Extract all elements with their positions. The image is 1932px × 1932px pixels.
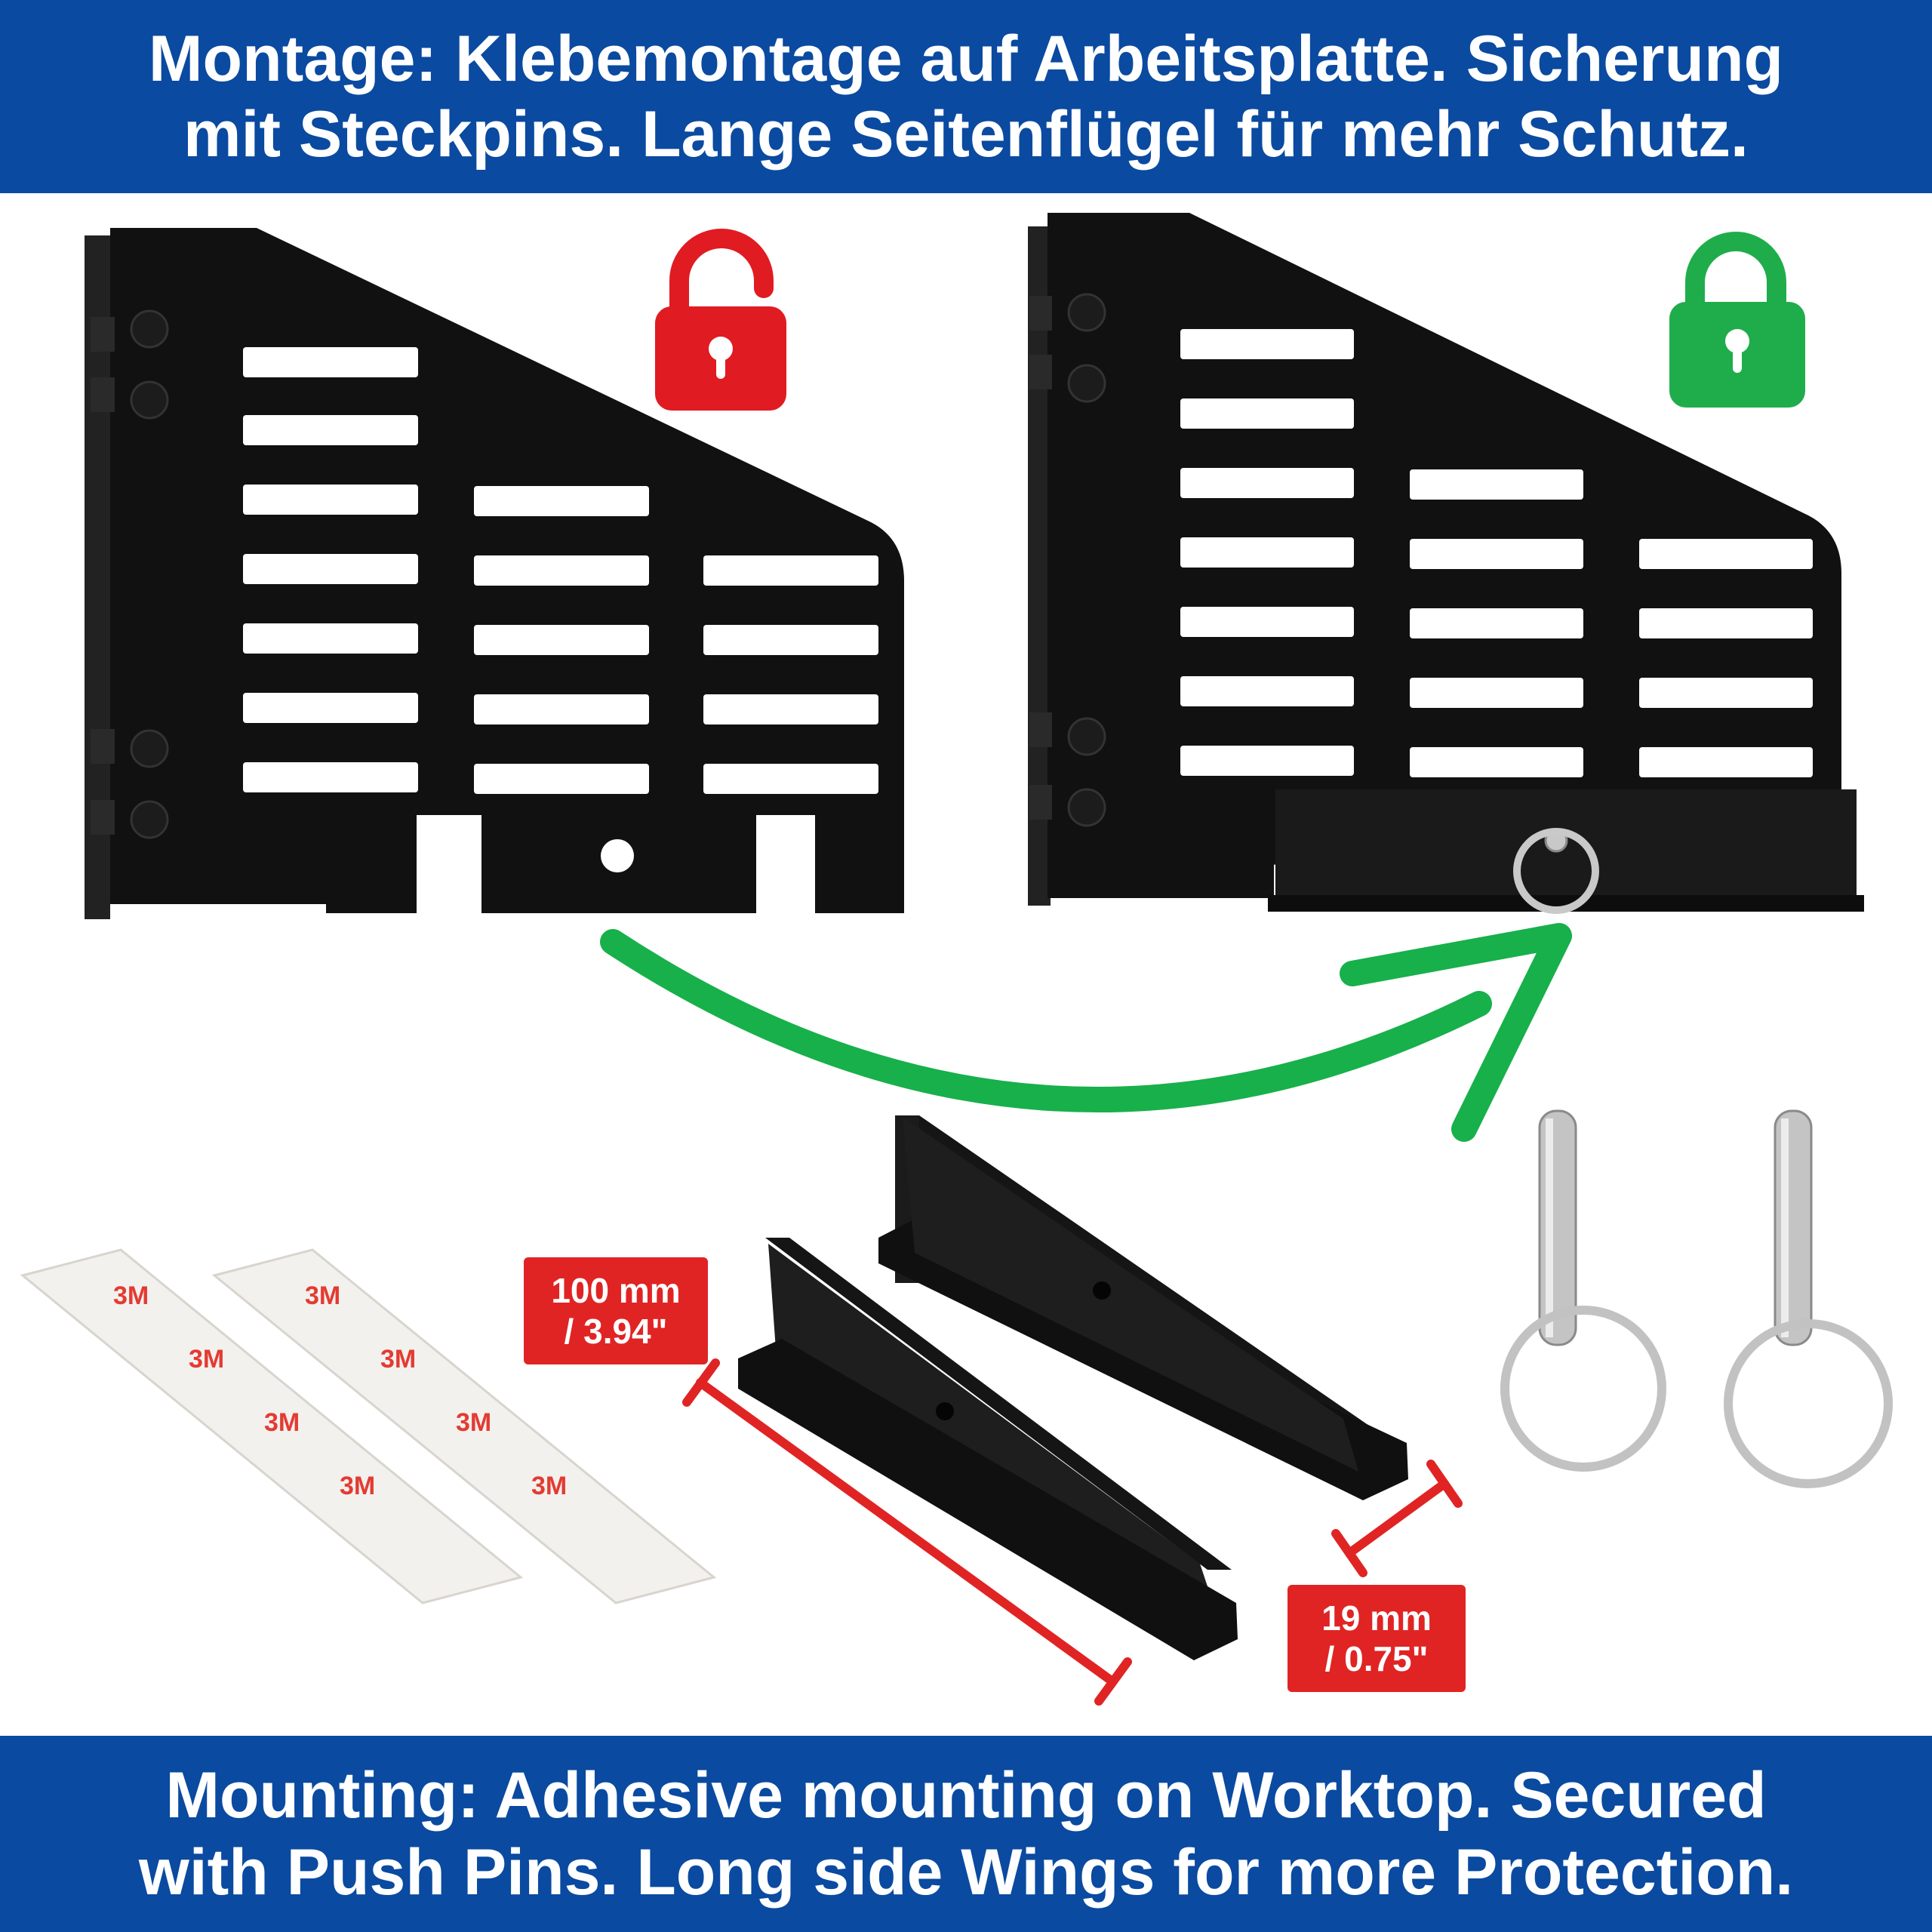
- push-pin-1: [1500, 1109, 1666, 1472]
- bottom-banner-line-1: Mounting: Adhesive mounting on Worktop. …: [165, 1759, 1767, 1832]
- length-dimension-line: [682, 1358, 1132, 1706]
- length-value-inch: / 3.94": [564, 1312, 668, 1351]
- unlocked-padlock-icon: [655, 229, 786, 411]
- bottom-banner: Mounting: Adhesive mounting on Worktop. …: [0, 1736, 1932, 1932]
- tape-print: 3M: [531, 1472, 567, 1500]
- locked-padlock-icon: [1669, 232, 1805, 408]
- bottom-banner-line-2: with Push Pins. Long side Wings for more…: [138, 1836, 1794, 1909]
- top-banner-line-1: Montage: Klebemontage auf Arbeitsplatte.…: [148, 23, 1784, 95]
- length-value: 100 mm: [551, 1271, 681, 1310]
- tape-print: 3M: [264, 1408, 300, 1437]
- width-dimension-label: 19 mm / 0.75": [1287, 1585, 1466, 1692]
- adhesive-strip-1: 3M 3M 3M 3M: [20, 1248, 524, 1604]
- tape-print: 3M: [113, 1281, 149, 1310]
- mounting-rail-front: [738, 1238, 1238, 1660]
- width-dimension-line: [1331, 1460, 1463, 1577]
- product-scene: 3M 3M 3M 3M 3M 3M 3M 3M: [20, 213, 1893, 1706]
- side-wing-locked: [1028, 213, 1864, 914]
- width-value-inch: / 0.75": [1324, 1639, 1429, 1678]
- tape-print: 3M: [380, 1345, 416, 1374]
- tape-print: 3M: [340, 1472, 375, 1500]
- push-pin-2: [1724, 1109, 1893, 1488]
- side-wing-unlocked: [85, 228, 904, 919]
- tape-print: 3M: [456, 1408, 491, 1437]
- tape-print: 3M: [305, 1281, 340, 1310]
- length-dimension-label: 100 mm / 3.94": [524, 1257, 708, 1364]
- top-banner-line-2: mit Steckpins. Lange Seitenflügel für me…: [183, 98, 1749, 171]
- transition-arrow: [600, 923, 1572, 1142]
- mounting-rail-back: [878, 1115, 1408, 1500]
- adhesive-strip-2: 3M 3M 3M 3M: [211, 1248, 717, 1604]
- width-value: 19 mm: [1321, 1598, 1432, 1638]
- top-banner: Montage: Klebemontage auf Arbeitsplatte.…: [0, 0, 1932, 193]
- tape-print: 3M: [189, 1345, 224, 1374]
